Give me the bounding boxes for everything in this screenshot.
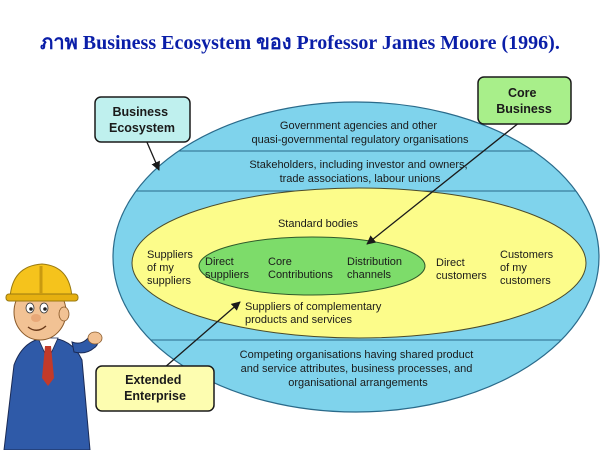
customers-of-customers-line: of my — [500, 262, 527, 274]
core-ellipse — [198, 236, 426, 296]
arrow-extended-enterprise — [163, 301, 241, 369]
svg-text:Business Ecosystem: Business Ecosystem — [109, 105, 175, 135]
distribution-channels-line: Distribution — [347, 256, 402, 268]
page-title: ภาพ Business Ecosystem ของ Professor Jam… — [40, 32, 560, 54]
worker-pupil — [43, 307, 47, 311]
direct-customers-line: Direct — [436, 257, 465, 269]
worker-ear — [58, 306, 70, 322]
suppliers-of-suppliers-label: Suppliers of my suppliers — [147, 249, 196, 287]
distribution-channels-line: channels — [347, 269, 392, 281]
direct-customers-label: Direct customers — [436, 257, 487, 282]
worker-pupil — [29, 307, 33, 311]
arrow-business-ecosystem — [145, 139, 160, 171]
complementary-line: products and services — [245, 314, 352, 326]
svg-text:Extended Enterprise: Extended Enterprise — [124, 373, 186, 403]
worker-hand — [87, 331, 103, 345]
competing-line: and service attributes, business process… — [241, 363, 473, 375]
competing-line: Competing organisations having shared pr… — [240, 349, 474, 361]
core-business-line: Core — [508, 86, 537, 100]
direct-customers-line: customers — [436, 270, 487, 282]
government-line: quasi-governmental regulatory organisati… — [251, 134, 469, 146]
extended-enterprise-callout: Extended Enterprise — [95, 365, 215, 412]
government-line: Government agencies and other — [280, 120, 437, 132]
core-business-line: Business — [496, 102, 552, 116]
customers-of-customers-line: Customers — [500, 249, 554, 261]
hard-hat-brim — [5, 293, 79, 302]
svg-text:Core Business: Core Business — [496, 86, 552, 116]
customers-of-customers-label: Customers of my customers — [500, 249, 556, 287]
competing-line: organisational arrangements — [288, 377, 428, 389]
business-ecosystem-line: Business — [112, 105, 168, 119]
stakeholders-line: trade associations, labour unions — [280, 173, 441, 185]
complementary-label: Suppliers of complementary products and … — [245, 301, 384, 326]
direct-suppliers-line: suppliers — [205, 269, 250, 281]
business-ecosystem-line: Ecosystem — [109, 121, 175, 135]
competing-label: Competing organisations having shared pr… — [240, 349, 477, 389]
customers-of-customers-line: customers — [500, 275, 551, 287]
business-ecosystem-callout: Business Ecosystem — [94, 96, 191, 143]
direct-suppliers-label: Direct suppliers — [205, 256, 250, 281]
stakeholders-line: Stakeholders, including investor and own… — [249, 159, 467, 171]
suppliers-of-suppliers-line: Suppliers — [147, 249, 193, 261]
standard-bodies-label: Standard bodies — [278, 218, 359, 230]
arrow-core-business — [366, 117, 526, 245]
extended-enterprise-line: Enterprise — [124, 389, 186, 403]
direct-suppliers-line: Direct — [205, 256, 234, 268]
worker-illustration — [3, 263, 103, 450]
extended-enterprise-line: Extended — [125, 373, 181, 387]
worker-mouth — [27, 325, 47, 331]
core-business-callout: Core Business — [477, 76, 572, 125]
government-label: Government agencies and other quasi-gove… — [251, 120, 469, 146]
core-contributions-line: Contributions — [268, 269, 333, 281]
suppliers-of-suppliers-line: of my — [147, 262, 174, 274]
distribution-channels-label: Distribution channels — [347, 256, 405, 281]
worker-tie — [42, 346, 54, 386]
core-contributions-label: Core Contributions — [268, 256, 333, 281]
core-contributions-line: Core — [268, 256, 292, 268]
complementary-line: Suppliers of complementary — [245, 301, 382, 313]
stakeholders-label: Stakeholders, including investor and own… — [249, 159, 470, 185]
worker-nose — [31, 314, 41, 322]
suppliers-of-suppliers-line: suppliers — [147, 275, 192, 287]
